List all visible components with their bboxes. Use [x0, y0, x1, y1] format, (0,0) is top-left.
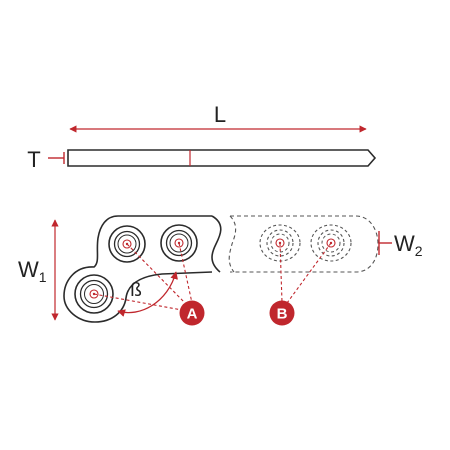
strip-side-outline [67, 149, 377, 167]
side-view: L T [27, 102, 377, 172]
hole-dashed-right [310, 224, 352, 262]
marker-b: B [269, 300, 295, 326]
leaders-b [279, 242, 332, 304]
marker-a: A [179, 300, 205, 326]
width2-label: W2 [394, 231, 423, 259]
leaders-a [93, 242, 193, 311]
width1-label: W1 [18, 257, 47, 285]
length-label: L [214, 102, 226, 127]
angle-label: ß [130, 280, 142, 301]
angle-arc [117, 271, 178, 317]
strip-break-line [211, 215, 222, 273]
strip-right-break-line [228, 215, 237, 273]
thickness-label: T [27, 147, 40, 172]
strip-right-dashed-outline [230, 215, 379, 273]
top-view: W1 W2 ß A B [18, 215, 423, 326]
marker-a-label: A [187, 306, 198, 323]
marker-b-label: B [277, 306, 288, 323]
